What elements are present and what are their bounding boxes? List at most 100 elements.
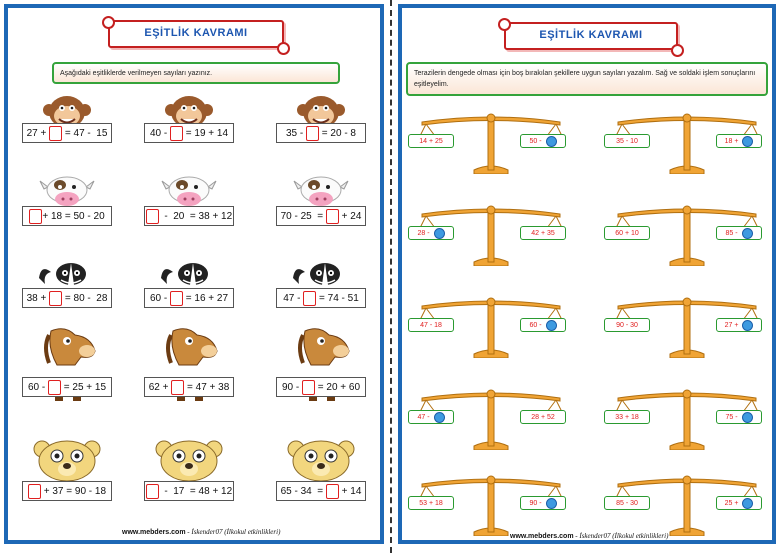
scale-pan-right: 90 -	[520, 496, 566, 510]
smiley-blank-icon[interactable]	[545, 319, 557, 331]
answer-blank[interactable]	[47, 379, 61, 395]
equation-right-text: + 14	[338, 485, 362, 497]
equation-card: + 18 = 50 - 20	[22, 206, 112, 226]
equation-left-text: 60 -	[27, 381, 48, 393]
scale-pan-left: 85 - 30	[604, 496, 650, 510]
pan-expression: 90 -	[529, 499, 544, 507]
answer-blank[interactable]	[171, 379, 185, 395]
answer-blank[interactable]	[169, 290, 183, 306]
right-footer-site: www.mebders.com	[510, 533, 574, 540]
scale-pan-right: 42 + 35	[520, 226, 566, 240]
equation-right-text: = 47 + 38	[184, 381, 230, 393]
scale-pan-left: 60 + 10	[604, 226, 650, 240]
equation-card: 27 + = 47 - 15	[22, 123, 112, 143]
bear-icon	[282, 439, 360, 488]
left-instruction-box: Aşağıdaki eşitliklerde verilmeyen sayıla…	[52, 62, 340, 84]
answer-blank[interactable]	[145, 208, 159, 224]
balance-scale-icon	[416, 204, 566, 271]
scale-pan-right: 25 +	[716, 496, 762, 510]
answer-blank[interactable]	[303, 290, 317, 306]
answer-blank[interactable]	[301, 379, 315, 395]
left-title-banner: EŞİTLİK KAVRAMI	[102, 16, 290, 55]
cow-icon	[154, 175, 224, 214]
equation-left-text: 70 - 25 =	[280, 210, 326, 222]
answer-blank[interactable]	[169, 125, 183, 141]
scale-pan-right: 50 -	[520, 134, 566, 148]
pan-expression: 42 + 35	[531, 229, 555, 237]
smiley-blank-icon[interactable]	[433, 227, 445, 239]
equation-card: - 17 = 48 + 12	[144, 481, 234, 501]
equation-card: + 37 = 90 - 18	[22, 481, 112, 501]
equation-right-text: = 16 + 27	[182, 292, 229, 304]
right-footer: www.mebders.com - İskender07 (İlkokul et…	[510, 532, 668, 540]
answer-blank[interactable]	[145, 483, 159, 499]
scale-pan-right: 75 -	[716, 410, 762, 424]
balance-scale-icon	[416, 474, 566, 541]
balance-scale-icon	[612, 112, 762, 179]
equation-left-text: 38 +	[26, 292, 50, 304]
balance-scale-icon	[612, 474, 762, 541]
answer-blank[interactable]	[27, 483, 41, 499]
pan-expression: 25 +	[724, 499, 741, 507]
equation-card: 70 - 25 = + 24	[276, 206, 366, 226]
equation-left-text: 90 -	[281, 381, 302, 393]
equation-right-text: = 25 + 15	[60, 381, 107, 393]
equation-right-text: + 18 = 50 - 20	[42, 210, 105, 222]
pan-expression: 47 - 18	[420, 321, 442, 329]
equation-left-text: 65 - 34 =	[280, 485, 326, 497]
balance-scale-icon	[612, 204, 762, 271]
scale-pan-left: 28 -	[408, 226, 454, 240]
pan-expression: 75 -	[725, 413, 740, 421]
scale-pan-right: 28 + 52	[520, 410, 566, 424]
answer-blank[interactable]	[325, 483, 339, 499]
cow-icon	[32, 175, 102, 214]
pan-expression: 47 -	[417, 413, 432, 421]
equation-card: 35 - = 20 - 8	[276, 123, 366, 143]
horse-icon	[35, 327, 99, 408]
equation-left-text: 60 -	[149, 292, 170, 304]
scale-pan-left: 90 - 30	[604, 318, 650, 332]
answer-blank[interactable]	[29, 208, 43, 224]
equation-card: 60 - = 25 + 15	[22, 377, 112, 397]
pan-expression: 85 - 30	[616, 499, 638, 507]
smiley-blank-icon[interactable]	[433, 411, 445, 423]
smiley-blank-icon[interactable]	[742, 497, 754, 509]
equation-card: 62 + = 47 + 38	[144, 377, 234, 397]
pan-expression: 60 + 10	[615, 229, 639, 237]
page-divider	[390, 0, 392, 553]
smiley-blank-icon[interactable]	[742, 319, 754, 331]
equation-card: - 20 = 38 + 12	[144, 206, 234, 226]
answer-blank[interactable]	[49, 290, 63, 306]
bear-icon	[28, 439, 106, 488]
equation-right-text: + 24	[338, 210, 362, 222]
smiley-blank-icon[interactable]	[741, 227, 753, 239]
pan-expression: 27 +	[724, 321, 741, 329]
smiley-blank-icon[interactable]	[742, 135, 754, 147]
equation-right-text: = 19 + 14	[182, 127, 229, 139]
answer-blank[interactable]	[306, 125, 320, 141]
bear-icon	[150, 439, 228, 488]
scale-pan-left: 35 - 10	[604, 134, 650, 148]
answer-blank[interactable]	[325, 208, 339, 224]
left-footer: www.mebders.com - İskender07 (İlkokul et…	[122, 528, 280, 536]
scale-pan-right: 85 -	[716, 226, 762, 240]
equation-card: 47 - = 74 - 51	[276, 288, 366, 308]
smiley-blank-icon[interactable]	[545, 497, 557, 509]
equation-card: 60 - = 16 + 27	[144, 288, 234, 308]
equation-card: 40 - = 19 + 14	[144, 123, 234, 143]
equation-left-text: 62 +	[148, 381, 172, 393]
left-worksheet-page: EŞİTLİK KAVRAMI Aşağıdaki eşitliklerde v…	[4, 4, 384, 544]
smiley-blank-icon[interactable]	[545, 135, 557, 147]
scale-pan-left: 53 + 18	[408, 496, 454, 510]
smiley-blank-icon[interactable]	[741, 411, 753, 423]
equation-right-text: - 20 = 38 + 12	[158, 210, 233, 222]
left-footer-site: www.mebders.com	[122, 529, 186, 536]
equation-card: 38 + = 80 - 28	[22, 288, 112, 308]
horse-icon	[289, 327, 353, 408]
answer-blank[interactable]	[49, 125, 63, 141]
pan-expression: 28 -	[417, 229, 432, 237]
pan-expression: 60 -	[529, 321, 544, 329]
equation-right-text: = 20 - 8	[319, 127, 356, 139]
monkey-icon	[293, 95, 349, 134]
skunk-icon	[291, 260, 351, 295]
